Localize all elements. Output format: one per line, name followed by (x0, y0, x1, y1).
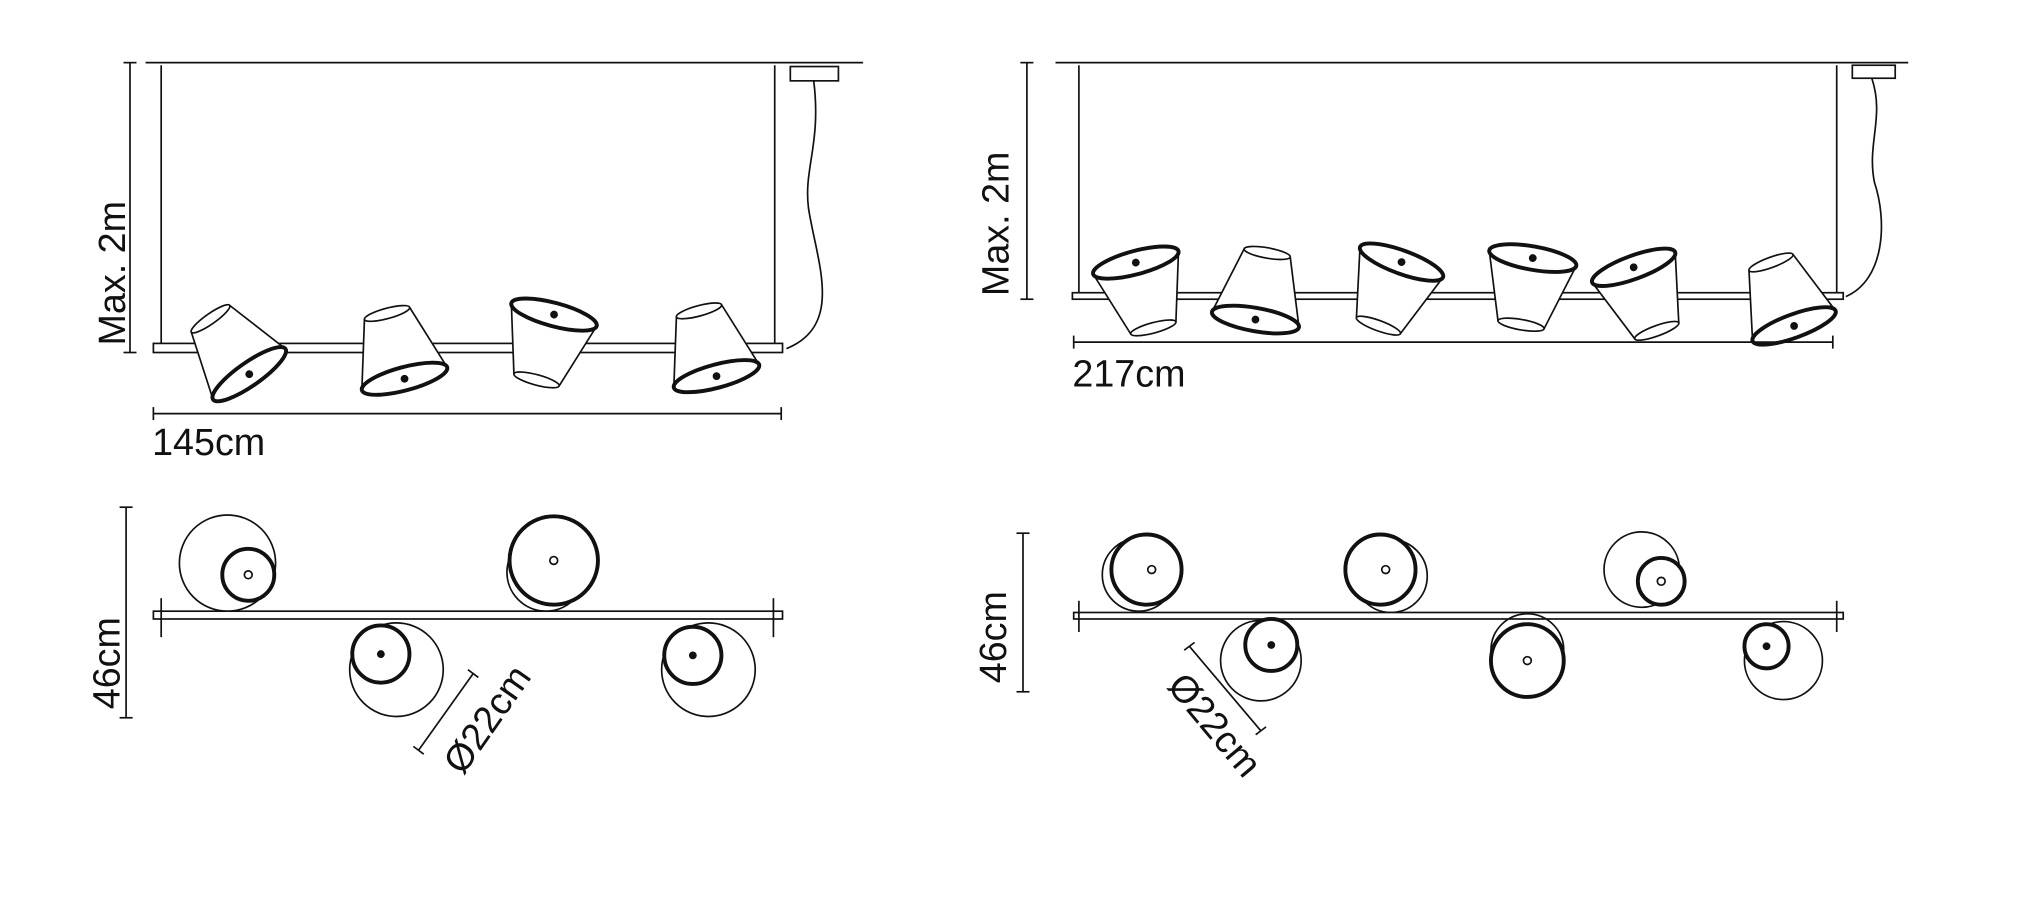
top-view-4-lights: 46cm Ø22cm (86, 506, 784, 781)
lamp-shade (1474, 236, 1581, 340)
lamp-opening (1343, 532, 1418, 607)
height-dimension: Max. 2m (91, 61, 137, 354)
lamp-shade (1207, 238, 1314, 341)
diameter-label: Ø22cm (435, 657, 539, 781)
canopy (789, 65, 840, 82)
front-view-4-lights: Max. 2m 145cm (91, 61, 864, 463)
lamp-shade-top (660, 622, 757, 718)
light-bar (1071, 291, 1845, 301)
diameter-dimension: Ø22cm (412, 657, 539, 781)
power-cable (1845, 77, 1883, 298)
lamp-opening (1109, 532, 1184, 607)
lamp-shade-top (348, 622, 445, 718)
depth-dimension: 46cm (86, 506, 133, 719)
width-label: 145cm (152, 421, 265, 463)
height-label: Max. 2m (91, 201, 133, 346)
depth-label: 46cm (972, 591, 1014, 683)
width-label: 217cm (1072, 352, 1185, 394)
height-label: Max. 2m (975, 152, 1017, 297)
width-dimension: 145cm (152, 407, 783, 463)
lamp-opening (220, 546, 277, 603)
front-view-6-lights: Max. 2m 217cm (975, 61, 1909, 394)
light-bar (1072, 611, 1845, 620)
light-bar (152, 610, 784, 620)
lamp-opening (1635, 555, 1687, 607)
depth-dimension: 46cm (972, 532, 1030, 693)
lamp-shade-top (1743, 620, 1824, 701)
diameter-label: Ø22cm (1160, 665, 1270, 785)
width-dimension: 217cm (1072, 335, 1834, 394)
canopy (1851, 64, 1897, 80)
power-cable (786, 80, 824, 350)
lamp-shade (1333, 234, 1450, 348)
lamp-opening (1489, 622, 1566, 699)
height-dimension: Max. 2m (975, 61, 1034, 301)
top-view-6-lights: 46cm Ø22cm (972, 531, 1845, 785)
lamp-opening (507, 514, 600, 607)
light-bar (152, 342, 784, 354)
depth-label: 46cm (86, 617, 128, 709)
